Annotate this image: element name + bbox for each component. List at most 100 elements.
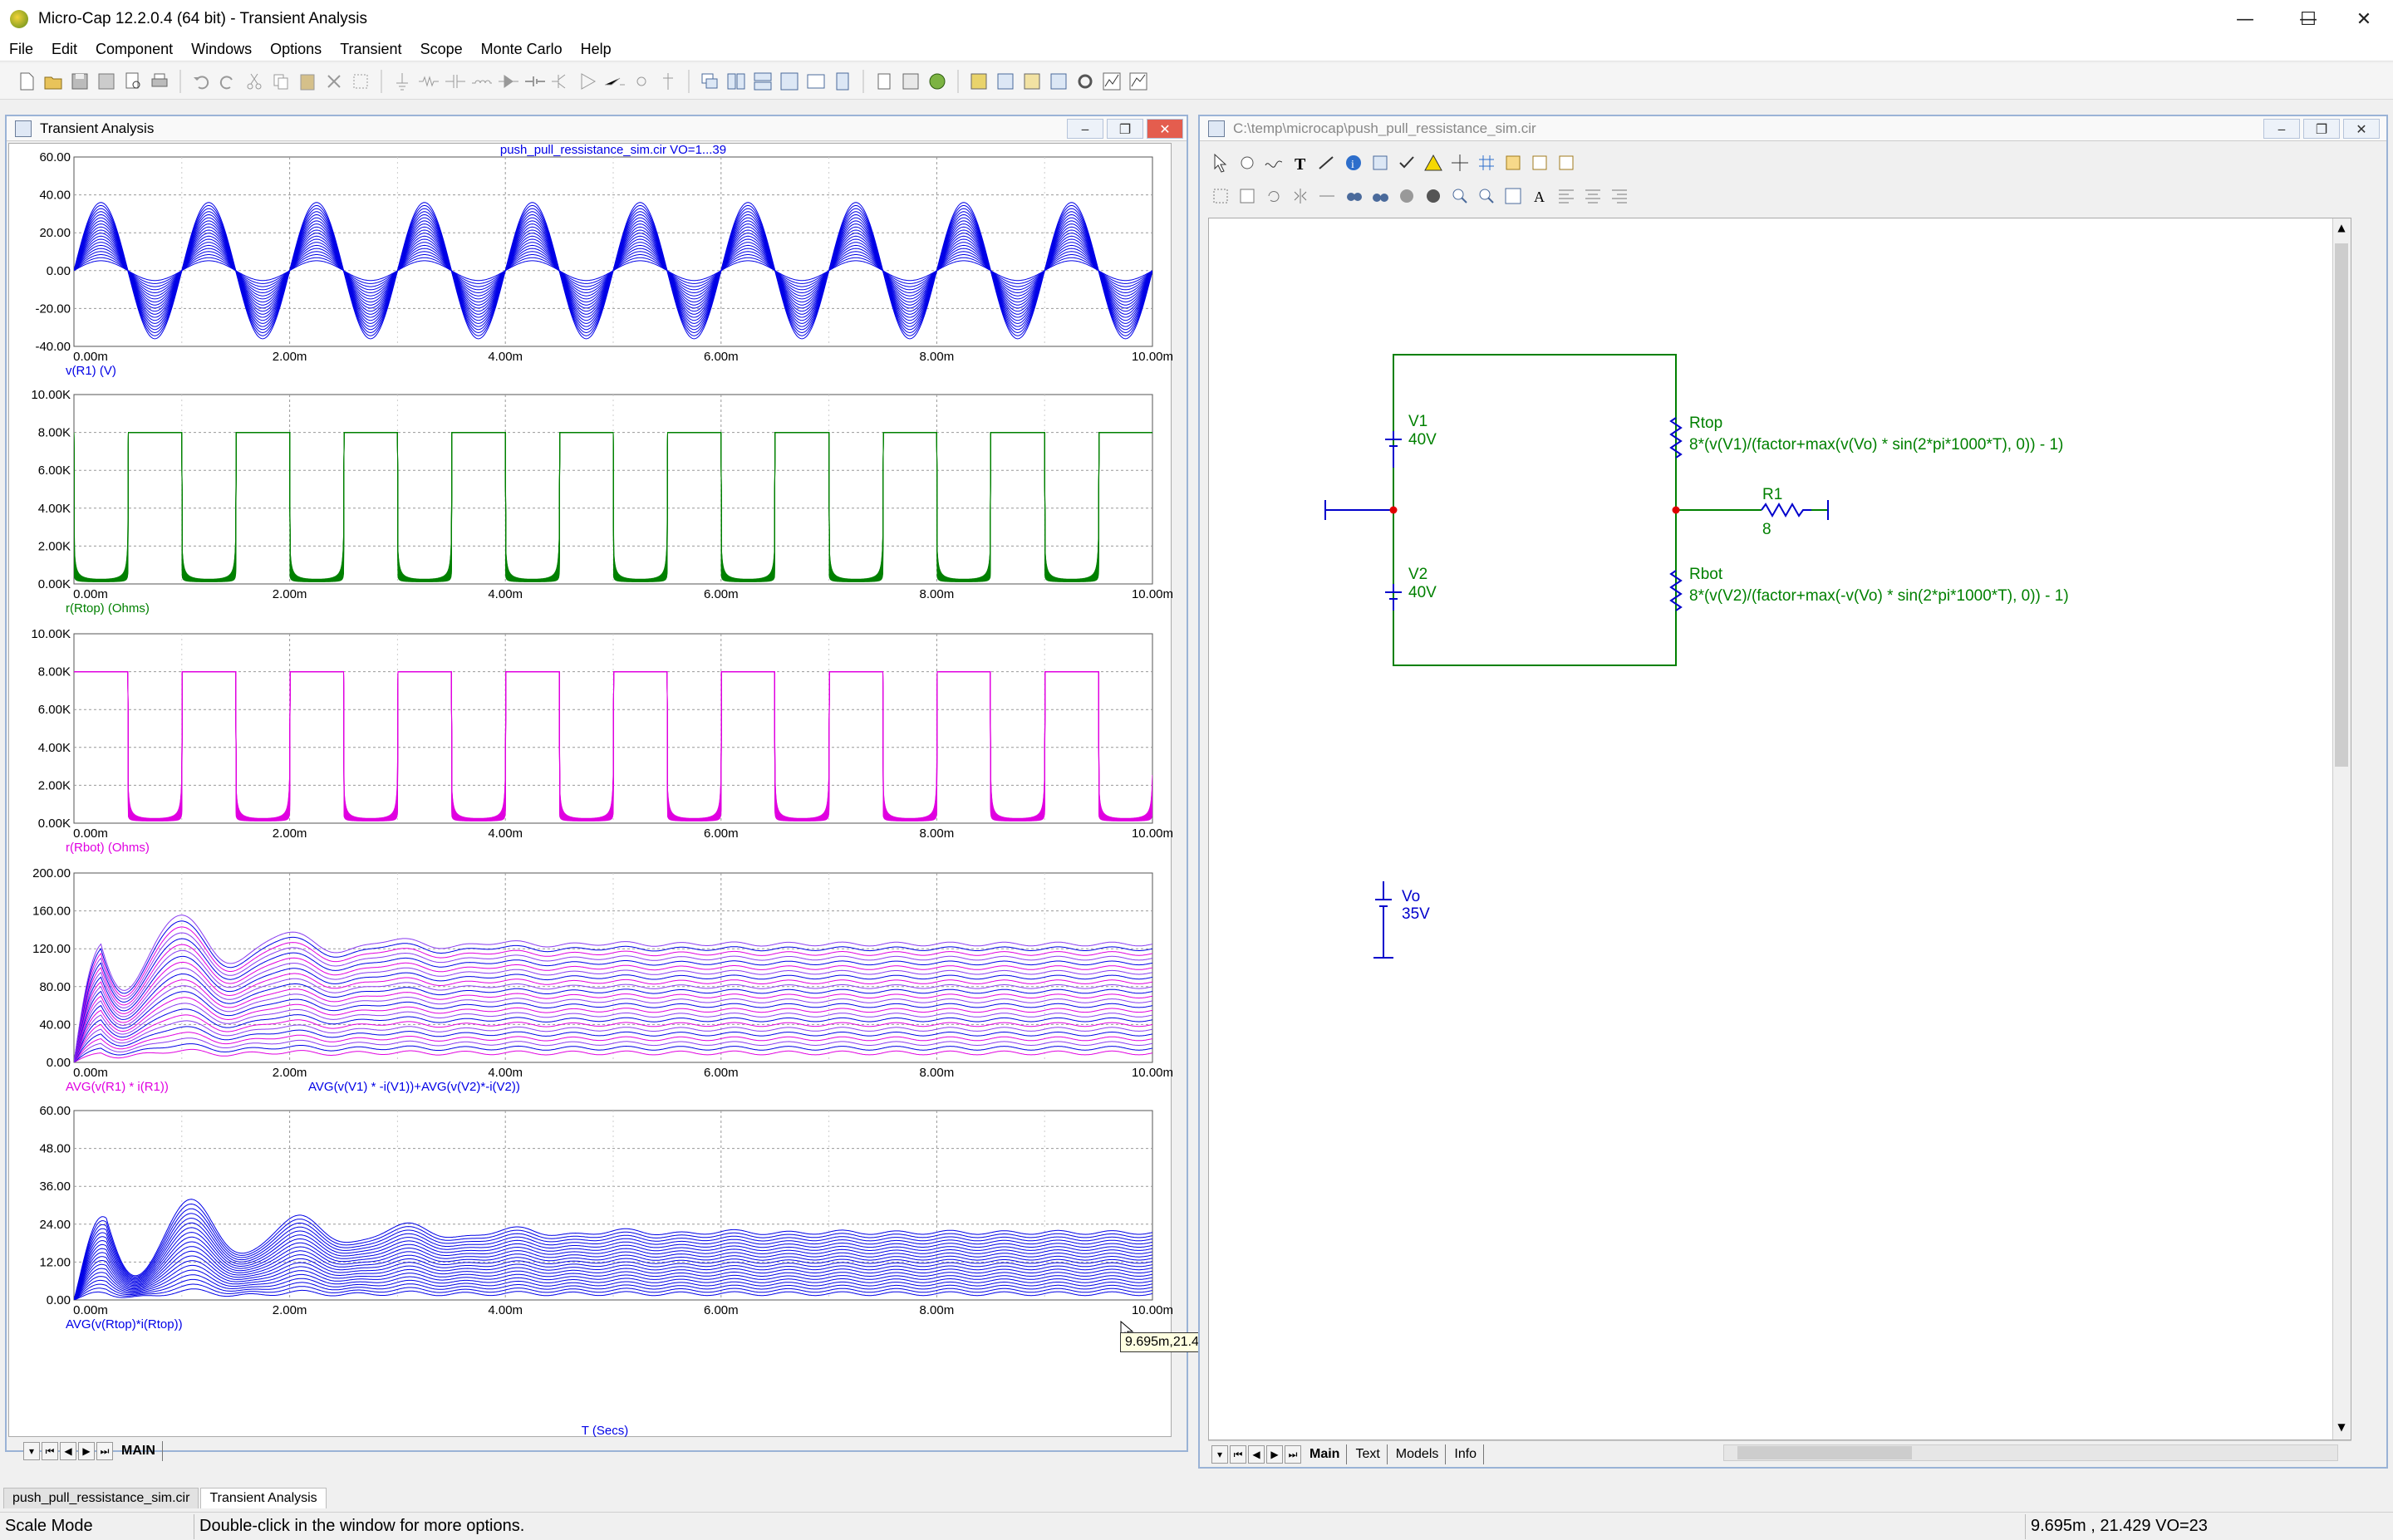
nav-prev-icon[interactable]: ◀ bbox=[60, 1442, 76, 1460]
resistor-rbot-symbol[interactable] bbox=[1669, 570, 1683, 611]
align-right-icon[interactable] bbox=[1609, 185, 1630, 207]
redo-icon[interactable] bbox=[216, 70, 239, 93]
analysis-minimize-button[interactable]: ‒ bbox=[1067, 119, 1103, 139]
save-as-icon[interactable] bbox=[95, 70, 118, 93]
open-folder-icon[interactable] bbox=[42, 70, 65, 93]
battery-icon[interactable] bbox=[523, 70, 547, 93]
v2-value-label[interactable]: 40V bbox=[1408, 584, 1437, 601]
horizontal-scroll-thumb[interactable] bbox=[1737, 1446, 1912, 1459]
text-mode-icon[interactable]: T bbox=[1290, 152, 1311, 174]
window-split-icon[interactable] bbox=[778, 70, 801, 93]
rbot-name-label[interactable]: Rbot bbox=[1689, 566, 1723, 583]
horizontal-scrollbar[interactable] bbox=[1723, 1444, 2338, 1461]
node-numbers-icon[interactable] bbox=[1502, 152, 1524, 174]
analysis-window-titlebar[interactable]: Transient Analysis ‒ ❐ ✕ bbox=[7, 116, 1187, 141]
battery-vo-symbol[interactable] bbox=[1373, 881, 1393, 959]
analysis-restore-button[interactable]: ❐ bbox=[1107, 119, 1143, 139]
minimize-button[interactable]: — bbox=[2299, 8, 2317, 30]
v1-name-label[interactable]: V1 bbox=[1408, 413, 1428, 430]
vo-name-label[interactable]: Vo bbox=[1402, 888, 1421, 905]
page-icon[interactable] bbox=[872, 70, 896, 93]
schematic-window-titlebar[interactable]: C:\temp\microcap\push_pull_ressistance_s… bbox=[1200, 116, 2386, 141]
region-icon[interactable] bbox=[1210, 185, 1231, 207]
grid-icon[interactable] bbox=[1476, 152, 1497, 174]
cascade-windows-icon[interactable] bbox=[698, 70, 721, 93]
menu-help[interactable]: Help bbox=[580, 41, 612, 57]
menu-monte-carlo[interactable]: Monte Carlo bbox=[480, 41, 563, 57]
circuit-wire-loop[interactable] bbox=[1393, 354, 1677, 666]
resistor-rtop-symbol[interactable] bbox=[1669, 417, 1683, 459]
schematic-drawing[interactable] bbox=[1209, 218, 2331, 1441]
zoom-out-icon[interactable] bbox=[1476, 185, 1497, 207]
cut-icon[interactable] bbox=[243, 70, 266, 93]
print-icon[interactable] bbox=[148, 70, 171, 93]
schematic-close-button[interactable]: ✕ bbox=[2343, 119, 2380, 139]
new-file-icon[interactable] bbox=[15, 70, 38, 93]
doc-tab-schematic[interactable]: push_pull_ressistance_sim.cir bbox=[3, 1488, 199, 1508]
plot-icon[interactable] bbox=[1100, 70, 1123, 93]
doc-tab-transient-analysis[interactable]: Transient Analysis bbox=[200, 1488, 327, 1508]
analysis-close-button[interactable]: ✕ bbox=[1147, 119, 1183, 139]
v2-name-label[interactable]: V2 bbox=[1408, 566, 1428, 583]
crosshair-icon[interactable] bbox=[1449, 152, 1471, 174]
schematic-restore-button[interactable]: ❐ bbox=[2303, 119, 2340, 139]
bom-icon[interactable] bbox=[1020, 70, 1044, 93]
vertical-scroll-thumb[interactable] bbox=[2335, 243, 2348, 767]
stepping-icon[interactable] bbox=[1127, 70, 1150, 93]
menu-options[interactable]: Options bbox=[270, 41, 322, 57]
rotate-icon[interactable] bbox=[1263, 185, 1285, 207]
rtop-name-label[interactable]: Rtop bbox=[1689, 414, 1723, 432]
nav-next-icon[interactable]: ▶ bbox=[1266, 1445, 1283, 1464]
flip-icon[interactable] bbox=[1316, 185, 1338, 207]
transistor-icon[interactable] bbox=[550, 70, 573, 93]
rtop-value-label[interactable]: 8*(v(V1)/(factor+max(v(Vo) * sin(2*pi*10… bbox=[1689, 436, 2064, 454]
capacitor-icon[interactable] bbox=[444, 70, 467, 93]
inductor-icon[interactable] bbox=[470, 70, 494, 93]
fit-to-window-icon[interactable] bbox=[1502, 185, 1524, 207]
menu-edit[interactable]: Edit bbox=[52, 41, 78, 57]
menu-transient[interactable]: Transient bbox=[340, 41, 402, 57]
tab-info[interactable]: Info bbox=[1447, 1444, 1485, 1464]
schematic-canvas[interactable]: V1 40V V2 40V Rtop 8*(v(V1)/(factor+max(… bbox=[1208, 218, 2351, 1440]
rbot-value-label[interactable]: 8*(v(V2)/(factor+max(-v(Vo) * sin(2*pi*1… bbox=[1689, 587, 2069, 605]
paste-icon[interactable] bbox=[296, 70, 319, 93]
tab-main-plot[interactable]: MAIN bbox=[115, 1441, 163, 1461]
probe-icon[interactable] bbox=[656, 70, 680, 93]
draw-line-icon[interactable] bbox=[1316, 152, 1338, 174]
undo-icon[interactable] bbox=[189, 70, 213, 93]
battery-v1-symbol[interactable] bbox=[1385, 431, 1402, 468]
tab-text[interactable]: Text bbox=[1349, 1444, 1388, 1464]
nav-prev-icon[interactable]: ◀ bbox=[1248, 1445, 1265, 1464]
opamp-icon[interactable] bbox=[577, 70, 600, 93]
nav-first-icon[interactable]: ⏮ bbox=[1230, 1445, 1246, 1464]
r1-value-label[interactable]: 8 bbox=[1762, 521, 1771, 538]
save-icon[interactable] bbox=[68, 70, 91, 93]
tile-horizontal-icon[interactable] bbox=[751, 70, 774, 93]
menu-component[interactable]: Component bbox=[96, 41, 174, 57]
ground-icon[interactable] bbox=[391, 70, 414, 93]
select-all-icon[interactable] bbox=[349, 70, 372, 93]
mirror-icon[interactable] bbox=[1290, 185, 1311, 207]
align-center-icon[interactable] bbox=[1582, 185, 1604, 207]
settings-icon[interactable] bbox=[1074, 70, 1097, 93]
pin-markers-icon[interactable] bbox=[1529, 152, 1550, 174]
tab-main[interactable]: Main bbox=[1303, 1444, 1348, 1464]
zoom-in-icon[interactable] bbox=[1449, 185, 1471, 207]
help-icon[interactable] bbox=[1369, 152, 1391, 174]
schematic-minimize-button[interactable]: ‒ bbox=[2263, 119, 2300, 139]
scroll-up-icon[interactable]: ▲ bbox=[2337, 222, 2346, 233]
node-icon[interactable] bbox=[630, 70, 653, 93]
box-icon[interactable] bbox=[1236, 185, 1258, 207]
nav-menu-icon[interactable]: ▾ bbox=[1211, 1445, 1228, 1464]
globe-icon[interactable] bbox=[926, 70, 949, 93]
select-mode-icon[interactable] bbox=[1210, 152, 1231, 174]
tab-models[interactable]: Models bbox=[1389, 1444, 1447, 1464]
delete-icon[interactable] bbox=[322, 70, 346, 93]
diode-icon[interactable] bbox=[497, 70, 520, 93]
wire-mode-icon[interactable] bbox=[1263, 152, 1285, 174]
find-icon[interactable] bbox=[1047, 70, 1070, 93]
v1-value-label[interactable]: 40V bbox=[1408, 431, 1437, 449]
calculator-icon[interactable] bbox=[831, 70, 854, 93]
r1-name-label[interactable]: R1 bbox=[1762, 486, 1783, 503]
